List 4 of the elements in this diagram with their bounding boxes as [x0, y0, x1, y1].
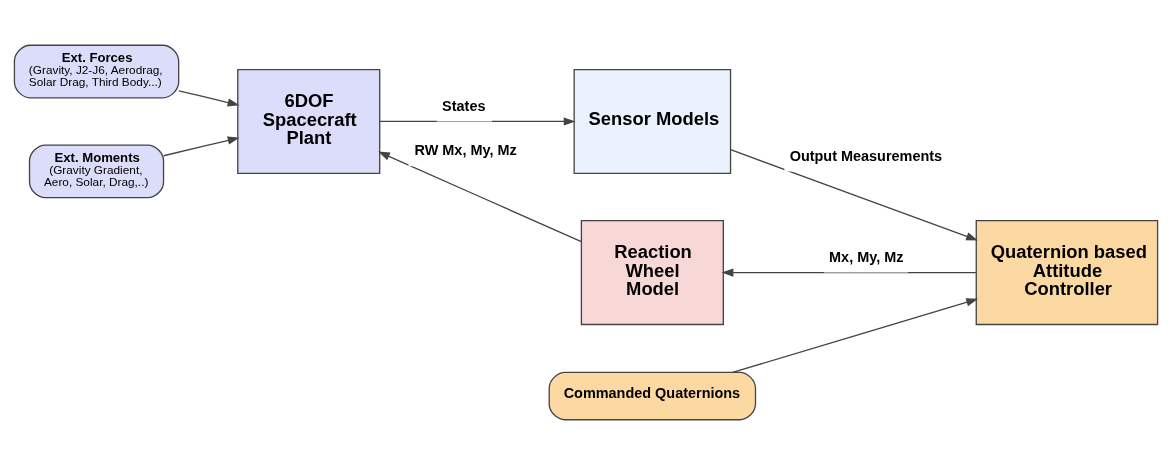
edge-label: Output Measurements — [789, 147, 943, 164]
edge-label: States — [442, 97, 486, 114]
edge-label: Mx, My, Mz — [829, 248, 904, 265]
edge-label: RW Mx, My, Mz — [414, 142, 517, 159]
